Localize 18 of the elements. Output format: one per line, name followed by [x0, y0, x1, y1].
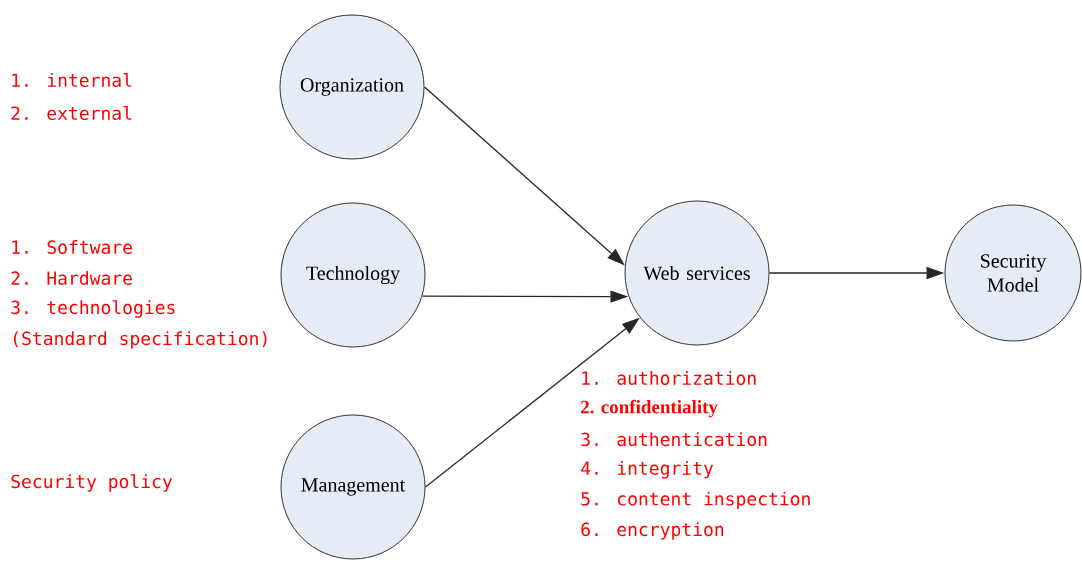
circle-node: Web services — [624, 200, 770, 346]
list-item: 3. technologies — [11, 300, 175, 318]
circle-node: Security Model — [944, 204, 1082, 342]
list-item: 2. Hardware — [11, 271, 132, 285]
list-item: 1. Software — [12, 240, 132, 254]
list-item: 1. authorization — [582, 371, 756, 385]
list-item: (Standard specification) — [13, 331, 267, 349]
list-item: 5. content inspection — [581, 491, 810, 510]
circle-node: Management — [280, 414, 426, 560]
list-item: 4. integrity — [581, 461, 714, 479]
list-item: 2. external — [11, 106, 132, 120]
list-item: 1. internal — [12, 73, 132, 87]
list-item: 2. confidentiality — [581, 399, 718, 418]
circle-node: Organization — [279, 14, 425, 160]
list-item: 3. authentication — [581, 432, 767, 447]
list-item: 6. encryption — [581, 522, 724, 540]
note-text: Security policy — [11, 474, 173, 492]
circle-node: Technology — [280, 202, 426, 348]
